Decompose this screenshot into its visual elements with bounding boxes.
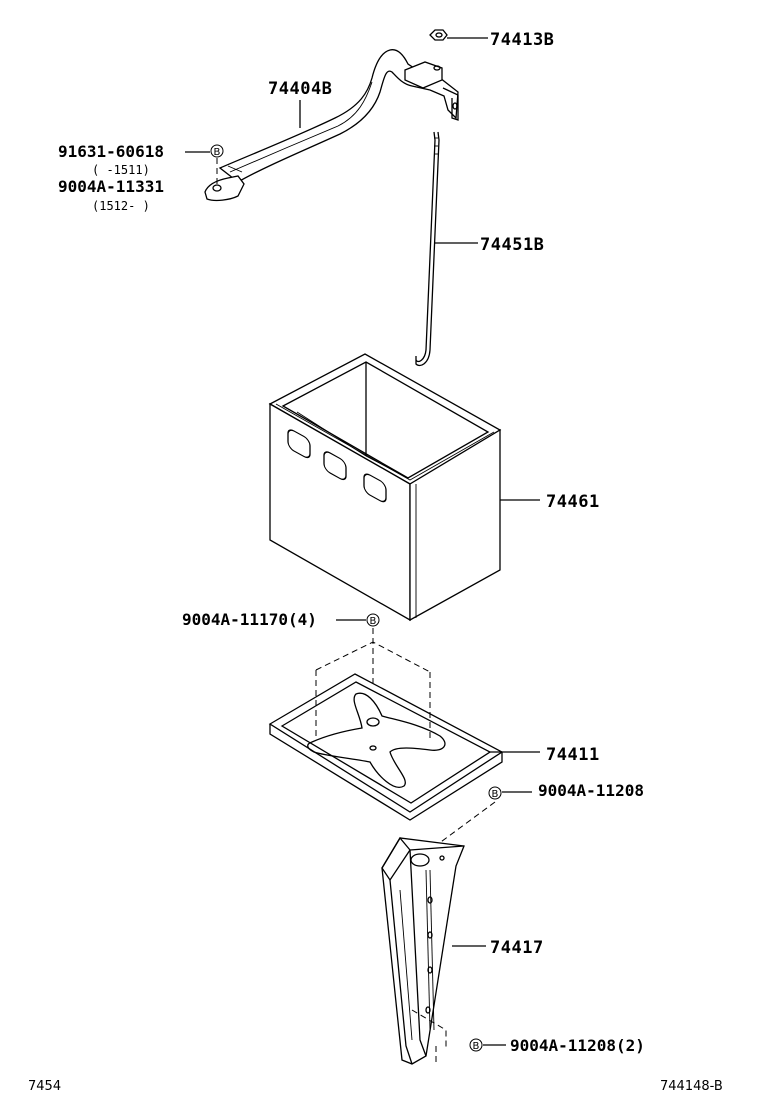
- clamp-74404b: [204, 49, 459, 202]
- tray-74411: [268, 641, 504, 821]
- label-9004a-11331: 9004A-11331: [58, 177, 164, 196]
- label-9004a-11208-2: 9004A-11208(2): [510, 1036, 645, 1055]
- bolt-marker-b-3: B: [488, 786, 502, 800]
- label-74451b: 74451B: [480, 235, 544, 255]
- label-9004a-11208: 9004A-11208: [538, 781, 644, 800]
- label-74413b: 74413B: [490, 30, 554, 50]
- label-74417: 74417: [490, 938, 544, 958]
- label-9004a-11170: 9004A-11170(4): [182, 610, 317, 629]
- label-bolt-b-range: (1512- ): [92, 199, 150, 213]
- rod-74451b: [415, 131, 440, 367]
- nut-74413b: [429, 29, 448, 41]
- bolt-marker-b-2: B: [366, 613, 380, 627]
- bolt-marker-b-4: B: [469, 1038, 483, 1052]
- svg-text:B: B: [370, 616, 377, 627]
- svg-text:B: B: [473, 1041, 480, 1052]
- svg-text:B: B: [492, 789, 499, 800]
- label-bolt-a-range: ( -1511): [92, 163, 150, 177]
- label-91631-60618: 91631-60618: [58, 142, 164, 161]
- label-74461: 74461: [546, 492, 600, 512]
- label-74404b: 74404B: [268, 79, 332, 99]
- svg-text:B: B: [214, 147, 221, 158]
- corner-code-right: 744148-B: [660, 1079, 723, 1094]
- battery-box-74461: [268, 353, 502, 622]
- label-74411: 74411: [546, 745, 600, 765]
- bracket-74417: [381, 836, 465, 1065]
- bolt-marker-b-1: B: [210, 144, 224, 158]
- corner-code-left: 7454: [28, 1079, 61, 1094]
